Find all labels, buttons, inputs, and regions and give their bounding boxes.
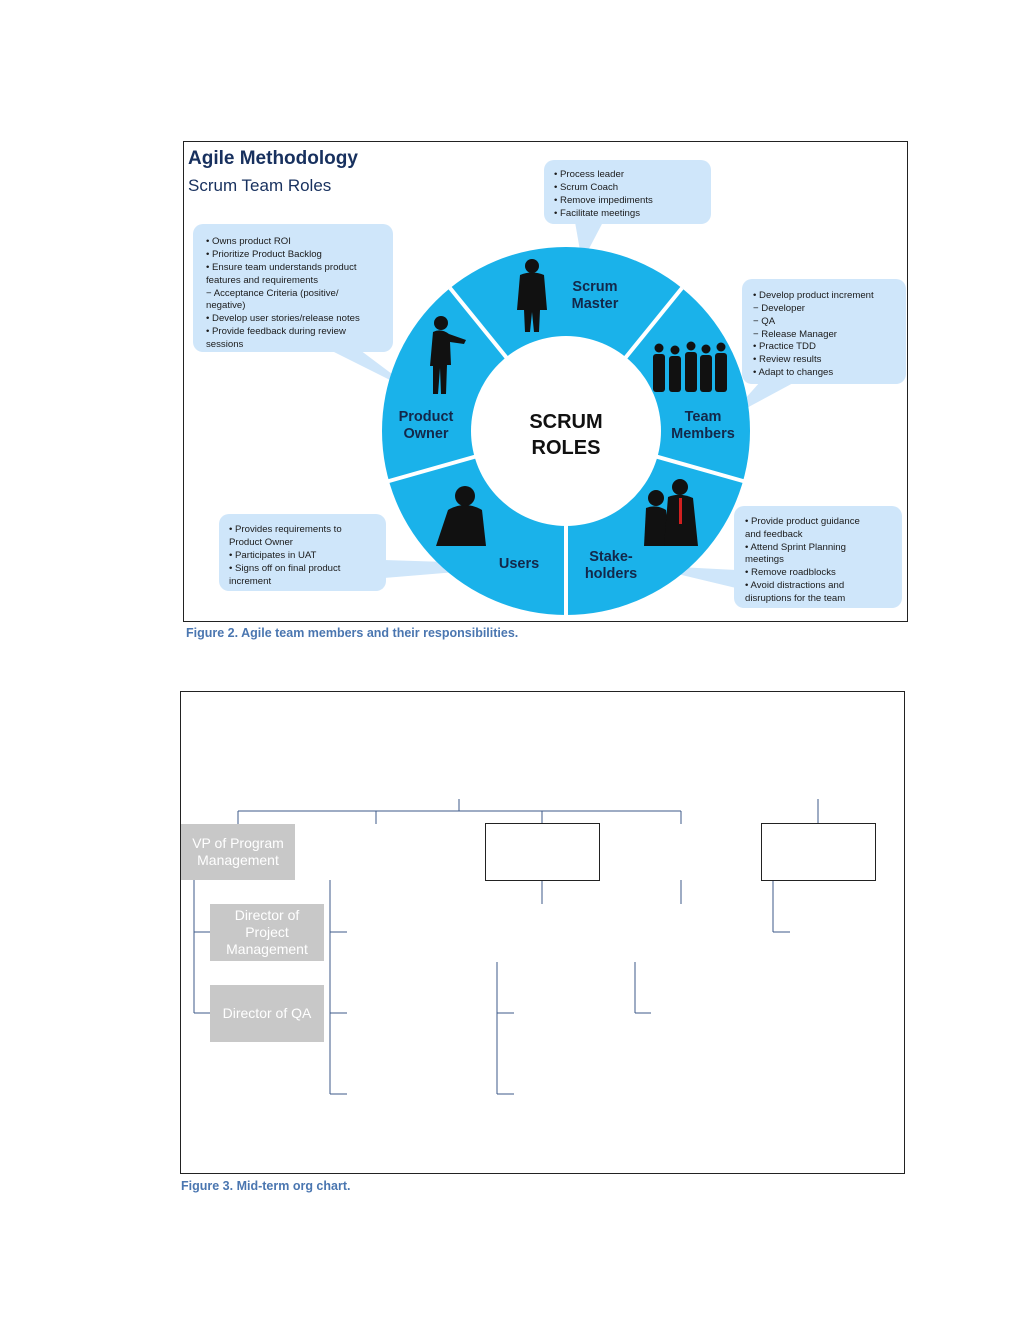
bubble-team-members-line: • Develop product increment: [753, 290, 874, 301]
bubble-stakeholders-line: meetings: [745, 554, 784, 565]
bubble-scrum-master: [544, 160, 711, 224]
bubble-team-members-line: − Developer: [753, 303, 806, 314]
bubble-product-owner-line: • Provide feedback during review: [206, 326, 346, 337]
bubble-product-owner-line: • Ensure team understands product: [206, 262, 357, 273]
bubble-product-owner-line: • Owns product ROI: [206, 236, 291, 247]
bubble-users: [219, 514, 386, 591]
scrum-master-label-1: Scrum: [572, 279, 617, 295]
stakeholders-label-1: Stake-: [589, 549, 633, 565]
bubble-product-owner: [193, 224, 393, 352]
org-empty-box-center: [485, 823, 600, 881]
product-owner-person-icon: [430, 316, 466, 394]
bubble-shapes: [193, 160, 906, 608]
director-project-management-box: Director of Project Management: [210, 904, 324, 961]
bubble-scrum-master-line: • Scrum Coach: [554, 182, 618, 193]
bubble-product-owner-line: features and requirements: [206, 275, 318, 286]
director-qa-box: Director of QA: [210, 985, 324, 1042]
product-owner-label-2: Owner: [403, 426, 448, 442]
bubble-scrum-master-line: • Process leader: [554, 169, 625, 180]
team-members-group-icon: [653, 341, 727, 392]
bubble-team-members-line: − QA: [753, 316, 776, 327]
bubble-stakeholders: [734, 506, 902, 608]
bubble-users-line: Product Owner: [229, 537, 294, 548]
bubble-users-line: • Participates in UAT: [229, 550, 317, 561]
silhouettes: [430, 259, 727, 546]
center-label-line1: SCRUM: [529, 411, 602, 433]
team-members-label-2: Members: [671, 426, 735, 442]
bubble-product-owner-line: − Acceptance Criteria (positive/: [206, 288, 339, 299]
vp-program-management-box: VP of Program Management: [181, 824, 295, 880]
bubble-product-owner-line: sessions: [206, 339, 244, 350]
figure-2-title: Agile Methodology: [188, 148, 358, 169]
scrum-center: [471, 336, 661, 526]
role-labels: Scrum Master Team Members Stake- holders…: [399, 279, 735, 582]
bubble-product-owner-line: negative): [206, 300, 245, 311]
center-label: SCRUM ROLES: [529, 411, 602, 459]
org-chart-lines: [193, 799, 819, 1095]
center-label-line2: ROLES: [532, 437, 601, 459]
product-owner-label-1: Product: [399, 409, 454, 425]
bubble-team-members-line: • Adapt to changes: [753, 367, 833, 378]
bubble-users-line: • Provides requirements to: [229, 524, 342, 535]
bubble-product-owner-line: • Prioritize Product Backlog: [206, 249, 322, 260]
bubble-stakeholders-line: • Attend Sprint Planning: [745, 542, 846, 553]
bubble-stakeholders-line: • Avoid distractions and: [745, 580, 844, 591]
scrum-master-label-2: Master: [572, 296, 619, 312]
bubble-team-members-line: • Review results: [753, 354, 822, 365]
figure-2-subtitle: Scrum Team Roles: [188, 176, 332, 195]
bubble-users-line: • Signs off on final product: [229, 563, 341, 574]
figure-3-caption: Figure 3. Mid-term org chart.: [181, 1179, 351, 1193]
bubble-team-members-line: − Release Manager: [753, 329, 838, 340]
bubble-scrum-master-line: • Facilitate meetings: [554, 208, 640, 219]
figure-2-caption: Figure 2. Agile team members and their r…: [186, 626, 519, 640]
scrum-master-person-icon: [517, 259, 547, 332]
bubble-users-line: increment: [229, 576, 271, 587]
bubble-product-owner-line: • Develop user stories/release notes: [206, 313, 360, 324]
bubble-stakeholders-line: and feedback: [745, 529, 803, 540]
bubble-team-members-line: • Practice TDD: [753, 341, 816, 352]
bubble-stakeholders-line: disruptions for the team: [745, 593, 845, 604]
team-members-label-1: Team: [685, 409, 722, 425]
stakeholders-label-2: holders: [585, 566, 637, 582]
org-empty-box-right: [761, 823, 876, 881]
scrum-roles-diagram: Scrum Master Team Members Stake- holders…: [193, 160, 906, 620]
bubble-team-members: [742, 279, 906, 384]
stakeholders-people-icon: [644, 479, 698, 546]
bubble-texts: • Process leader • Scrum Coach • Remove …: [206, 169, 874, 604]
bubble-scrum-master-line: • Remove impediments: [554, 195, 653, 206]
users-label: Users: [499, 556, 539, 572]
users-person-icon: [436, 486, 486, 546]
bubble-stakeholders-line: • Provide product guidance: [745, 516, 860, 527]
bubble-stakeholders-line: • Remove roadblocks: [745, 567, 836, 578]
